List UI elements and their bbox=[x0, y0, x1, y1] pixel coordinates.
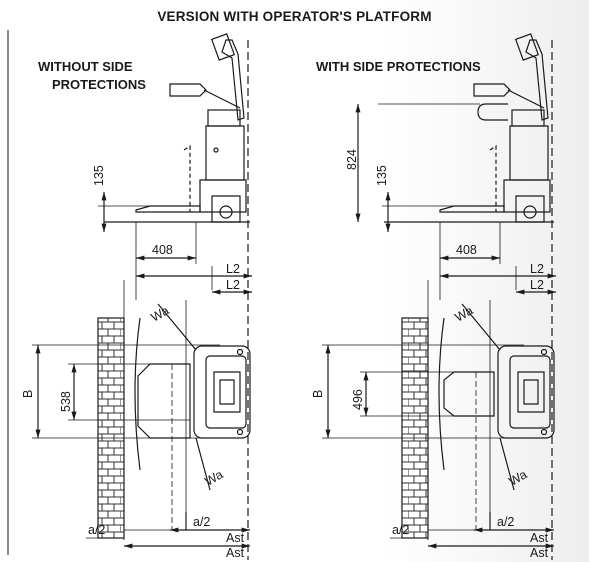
left-top-view bbox=[32, 280, 251, 549]
left-dim-408: 408 bbox=[152, 243, 173, 257]
page-title: VERSION WITH OPERATOR'S PLATFORM bbox=[157, 9, 432, 24]
right-dim-Ast-outer: Ast bbox=[530, 546, 549, 560]
right-dim-496: 496 bbox=[351, 389, 365, 410]
right-dim-Ast-inner: Ast bbox=[530, 531, 549, 545]
left-dim-538: 538 bbox=[59, 391, 73, 412]
left-dim-a2-bottom: a/2 bbox=[88, 523, 105, 537]
left-dim-B: B bbox=[21, 390, 35, 398]
right-dim-B: B bbox=[311, 390, 325, 398]
left-header-line1: WITHOUT SIDE bbox=[38, 59, 133, 74]
left-side-view bbox=[98, 33, 252, 560]
left-dim-Ast-inner: Ast bbox=[226, 531, 245, 545]
right-dim-L2-outer: L2 bbox=[530, 262, 544, 276]
right-dim-a2-inner: a/2 bbox=[497, 515, 514, 529]
right-top-view bbox=[322, 280, 555, 549]
right-dim-Wa-bottom: Wa bbox=[507, 467, 530, 488]
right-side-view bbox=[355, 33, 556, 560]
right-dim-408: 408 bbox=[456, 243, 477, 257]
left-dim-Wa-top: Wa bbox=[149, 303, 172, 324]
right-dim-a2-bottom: a/2 bbox=[392, 523, 409, 537]
left-dim-135: 135 bbox=[92, 165, 106, 186]
right-dim-L2-inner: L2 bbox=[530, 278, 544, 292]
left-dim-L2-inner: L2 bbox=[226, 278, 240, 292]
left-dim-a2-inner: a/2 bbox=[193, 515, 210, 529]
left-header-line2: PROTECTIONS bbox=[52, 77, 146, 92]
left-dim-Ast-outer: Ast bbox=[226, 546, 245, 560]
left-dim-L2-outer: L2 bbox=[226, 262, 240, 276]
right-dim-824: 824 bbox=[345, 149, 359, 170]
right-dim-135: 135 bbox=[375, 165, 389, 186]
right-dim-Wa-top: Wa bbox=[453, 303, 476, 324]
left-dim-Wa-bottom: Wa bbox=[203, 467, 226, 488]
right-header: WITH SIDE PROTECTIONS bbox=[316, 59, 481, 74]
